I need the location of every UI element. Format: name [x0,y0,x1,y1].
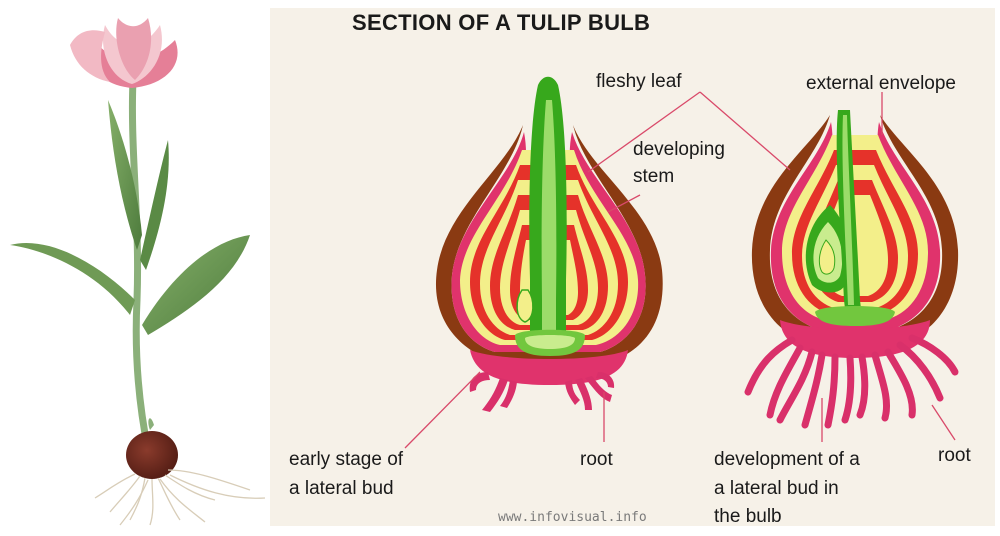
label-early-stage-line2: a lateral bud [289,477,394,501]
label-developing-stem-line2: stem [633,165,674,189]
label-root-right: root [938,444,971,468]
label-root-left: root [580,448,613,472]
label-development-line2: a lateral bud in [714,477,839,501]
tulip-bulb [126,431,178,479]
label-external-envelope: external envelope [806,72,956,96]
source-credit: www.infovisual.info [498,510,647,525]
label-early-stage-line1: early stage of [289,448,403,472]
label-development-line1: development of a [714,448,860,472]
tulip-flower [70,18,178,88]
tulip-roots [95,470,265,525]
tulip-leaf-left [10,243,135,315]
tulip-plant [10,18,265,525]
tulip-leaf-upper-right [140,140,169,270]
label-developing-stem-line1: developing [633,138,725,162]
label-development-line3: the bulb [714,505,782,529]
tulip-leaf-right [142,235,250,335]
lateral-bud-early [517,290,533,322]
diagram-title: SECTION OF A TULIP BULB [352,10,650,36]
label-fleshy-leaf: fleshy leaf [596,70,682,94]
